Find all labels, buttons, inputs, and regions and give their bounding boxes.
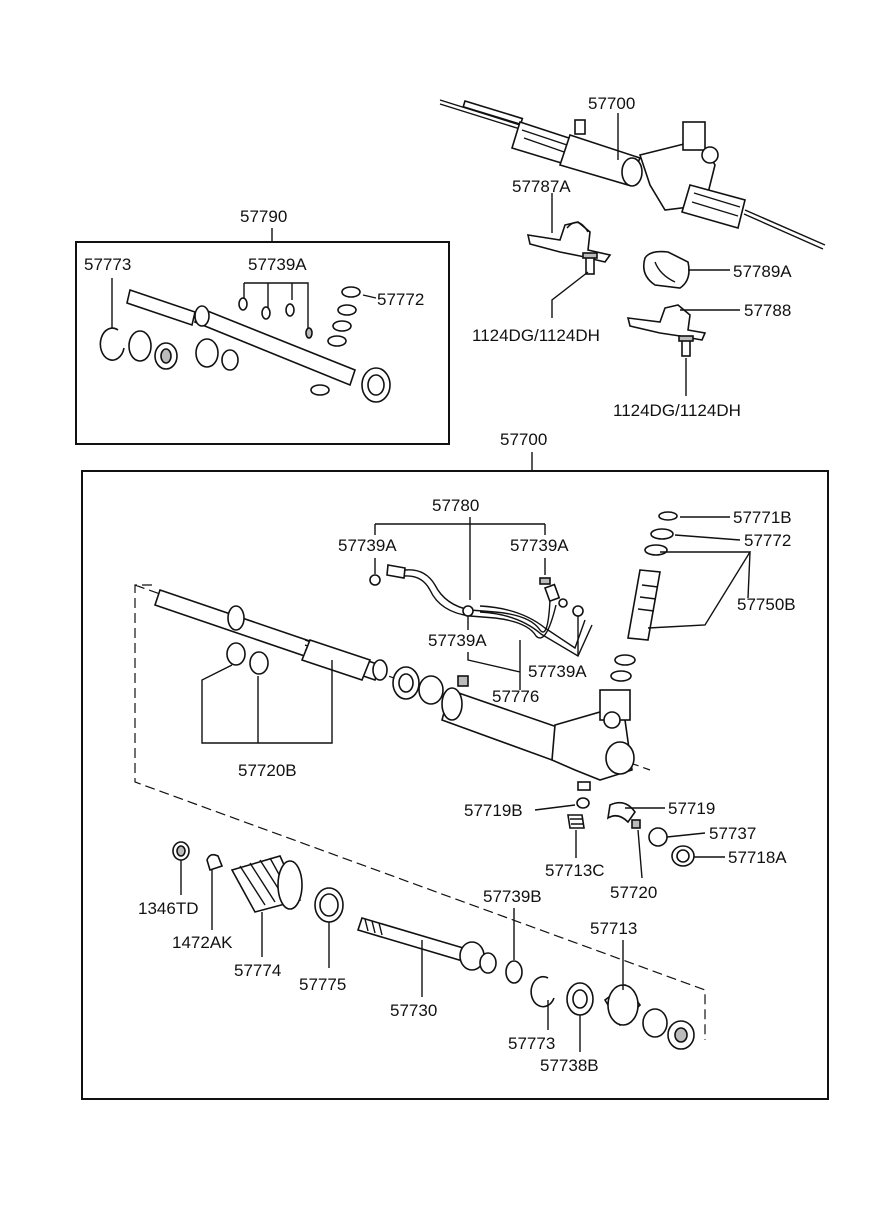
bracket-57788-part [626, 304, 707, 341]
label-1346td: 1346TD [138, 899, 198, 918]
valve-parts [610, 511, 678, 682]
label-57776: 57776 [492, 687, 539, 706]
label-57788: 57788 [744, 301, 791, 320]
label-57720: 57720 [610, 883, 657, 902]
bellows-parts [172, 841, 344, 923]
tube-parts [369, 564, 593, 658]
label-57787a: 57787A [512, 177, 571, 196]
label-57772-main: 57772 [744, 531, 791, 550]
label-57773-kit: 57773 [84, 255, 131, 274]
label-1124dg-1: 1124DG/1124DH [472, 326, 600, 345]
bushing-57789a-part [642, 250, 690, 289]
label-1472ak: 1472AK [172, 933, 233, 952]
label-57775: 57775 [299, 975, 346, 994]
label-57750b: 57750B [737, 595, 796, 614]
bolt-1124dg-lower-part [678, 335, 694, 357]
label-57719: 57719 [668, 799, 715, 818]
label-57773-main: 57773 [508, 1034, 555, 1053]
label-57771b: 57771B [733, 508, 792, 527]
rack-housing-parts [153, 588, 635, 781]
label-57780: 57780 [432, 496, 479, 515]
label-57739a-left: 57739A [338, 536, 397, 555]
label-1124dg-2: 1124DG/1124DH [613, 401, 741, 420]
label-57789a: 57789A [733, 262, 792, 281]
bolt-1124dg-top-part [582, 252, 598, 275]
bracket-57787a-part [526, 221, 612, 263]
inner-tie-rod-part [356, 917, 497, 974]
label-57730: 57730 [390, 1001, 437, 1020]
end-parts [530, 975, 695, 1050]
label-57739a-right: 57739A [510, 536, 569, 555]
label-57718a: 57718A [728, 848, 787, 867]
seal-kit-box [75, 241, 450, 445]
label-57772-kit: 57772 [377, 290, 424, 309]
label-57739a-mid-right: 57739A [528, 662, 587, 681]
seal-kit-parts [99, 286, 391, 403]
label-57774: 57774 [234, 961, 281, 980]
label-57700-top: 57700 [588, 94, 635, 113]
label-57720b: 57720B [238, 761, 297, 780]
washer-57739b-part [505, 960, 523, 984]
yoke-parts [567, 781, 695, 867]
label-57790: 57790 [240, 207, 287, 226]
label-57719b: 57719B [464, 801, 523, 820]
label-57713: 57713 [590, 919, 637, 938]
label-57738b: 57738B [540, 1056, 599, 1075]
label-57739b: 57739B [483, 887, 542, 906]
label-57739a-kit: 57739A [248, 255, 307, 274]
label-57739a-mid-left: 57739A [428, 631, 487, 650]
label-57700-main: 57700 [500, 430, 547, 449]
label-57737: 57737 [709, 824, 756, 843]
top-steering-gear-assembly [439, 99, 826, 250]
main-assembly-box [81, 470, 829, 1100]
label-57713c: 57713C [545, 861, 605, 880]
